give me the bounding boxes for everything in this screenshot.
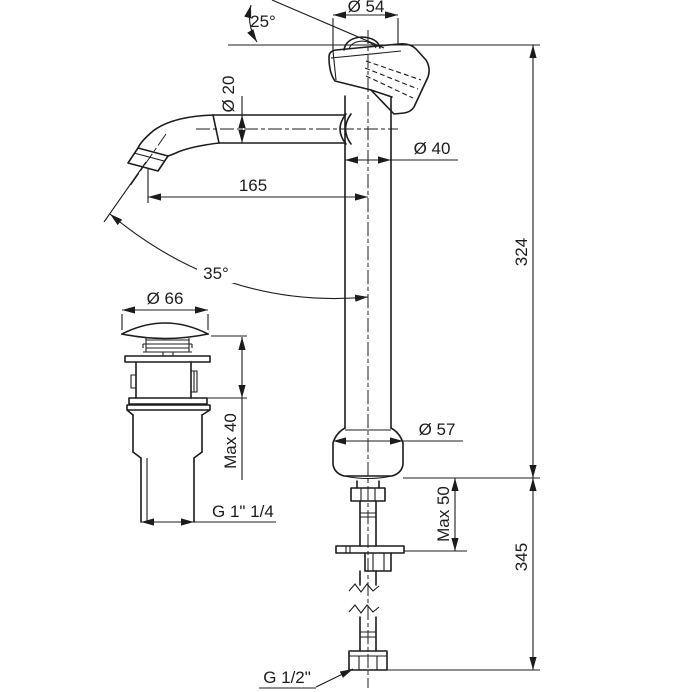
pipe-break-upper	[348, 583, 380, 593]
label-spout-tilt-angle: 35°	[203, 264, 229, 283]
label-handle-angle: 25°	[250, 12, 276, 31]
waste-cap-bottom	[121, 333, 209, 340]
shank-nut-facets	[360, 488, 376, 501]
aerator-inner-line	[133, 152, 165, 162]
cap-top-inner-line	[330, 50, 402, 59]
lock-nut-facets	[372, 553, 385, 571]
dimension-labels: Ø 54 25° Ø 20 Ø 40 165 324 35° Ø 66 Max …	[147, 0, 531, 687]
extension-lines	[103, 0, 540, 671]
handle-cap-outline	[328, 43, 430, 115]
upper-flange	[124, 355, 211, 363]
dia54-extension-lines	[332, 18, 399, 52]
aerator-tip	[127, 147, 169, 172]
spout-joint-line	[212, 114, 220, 144]
drain-assembly	[121, 322, 211, 523]
lever-hidden-line-1	[365, 60, 422, 81]
centerlines	[129, 30, 398, 688]
faucet-body	[339, 95, 392, 429]
pipe-break-lower	[348, 604, 380, 614]
label-base-diameter: Ø 57	[419, 420, 456, 439]
faucet-head	[328, 36, 430, 115]
label-mask-35deg	[197, 262, 235, 283]
neck-right-line	[370, 89, 393, 98]
dim-arc-25deg	[244, 4, 258, 43]
label-handle-diameter: Ø 54	[348, 0, 385, 16]
max40-extension-lines	[199, 335, 247, 399]
drain-spring-clip	[191, 370, 198, 393]
label-spout-diameter: Ø 20	[219, 76, 238, 113]
shank-tube	[359, 500, 377, 547]
drain-body	[135, 361, 192, 399]
drain-threaded-tail	[140, 457, 195, 523]
spout-joint-fillet-inner	[344, 113, 352, 145]
supply-nut	[348, 650, 388, 671]
mounting-washer	[335, 545, 405, 554]
supply-nut-facets	[349, 655, 387, 670]
label-waste-cap-diameter: Ø 66	[147, 289, 184, 308]
handle-angle-slant-line	[271, 0, 385, 49]
lower-flange-2	[126, 404, 211, 416]
label-spout-reach: 165	[239, 176, 267, 195]
mounting-shank	[335, 480, 405, 572]
label-height-above-deck: 324	[512, 238, 531, 266]
drain-left-notch	[130, 374, 136, 389]
popup-ring-stack	[142, 338, 193, 356]
drain-lower-body	[132, 414, 203, 453]
pipe-joint-lines	[360, 631, 376, 638]
label-height-below-deck: 345	[512, 543, 531, 571]
lever-hidden-line-3	[365, 75, 414, 99]
washer-slot-marks	[345, 546, 351, 553]
shank-collar	[356, 480, 380, 489]
dimension-lines	[109, 4, 537, 689]
lower-flange-1	[128, 397, 208, 405]
pipe-upper	[359, 570, 377, 586]
spout-tip-centerline	[129, 133, 167, 187]
label-supply-thread: G 1/2"	[263, 668, 311, 687]
leader-g12	[315, 668, 354, 688]
pipe-lower	[359, 616, 377, 652]
shank-nut	[350, 487, 386, 502]
label-shank-max-deck: Max 50	[434, 486, 453, 542]
label-body-diameter: Ø 40	[414, 139, 451, 158]
spout-joint-fillet	[339, 113, 347, 145]
supply-pipe	[348, 570, 388, 671]
drain-taper	[132, 451, 203, 459]
lock-nut	[364, 552, 392, 572]
label-waste-max-deck: Max 40	[221, 413, 240, 469]
dia66-extension-lines	[121, 314, 209, 330]
waste-cap-top	[121, 322, 209, 335]
dim-arc-35deg	[109, 213, 369, 302]
spout-bend-outer	[137, 114, 214, 149]
label-waste-thread: G 1" 1/4	[212, 502, 274, 521]
spout-bend-inner	[167, 142, 220, 157]
shank-tube-joints	[360, 512, 376, 518]
faucet-spout	[127, 114, 346, 172]
base-bottom-curve	[343, 475, 393, 480]
handle-dome	[343, 36, 381, 51]
spout-axis-extension	[103, 161, 147, 223]
cap-left-inner-line	[332, 50, 337, 81]
lever-hidden-line-2	[364, 67, 419, 90]
